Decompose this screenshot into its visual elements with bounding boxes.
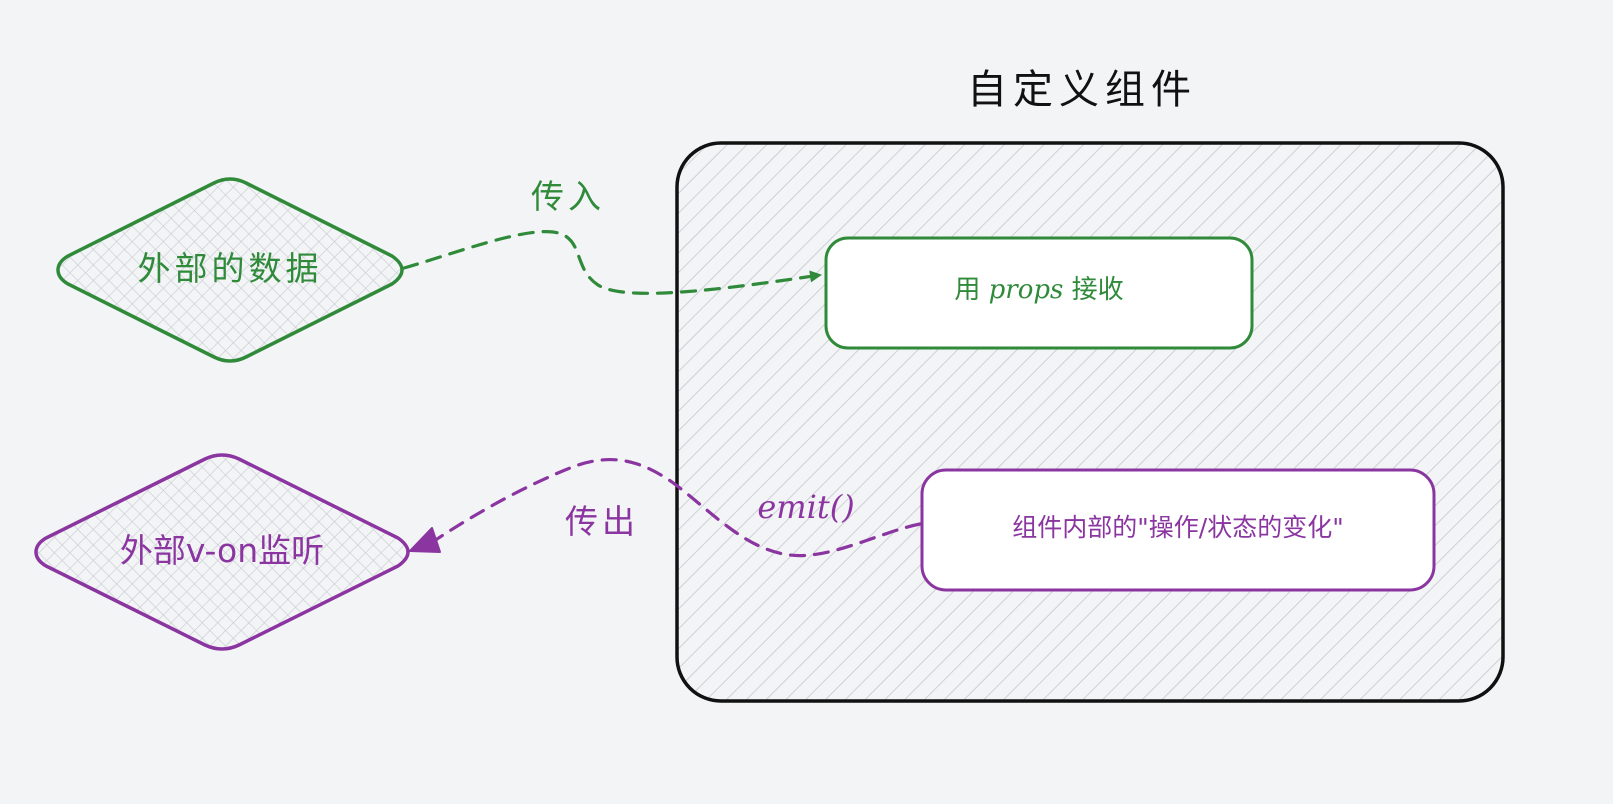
component-container: [675, 141, 1505, 703]
pass-in-label: 传入: [531, 177, 605, 216]
emit-label: emit(): [757, 488, 854, 526]
external-data-label: 外部的数据: [138, 249, 323, 288]
external-listener-label: 外部v-on监听: [120, 531, 324, 570]
external-listener-node: 外部v-on监听: [34, 453, 410, 651]
pass-in-arrow: [402, 230, 822, 295]
props-box-suffix: 接收: [1063, 275, 1123, 305]
props-keyword: props: [989, 275, 1064, 305]
component-title: 自定义组件: [967, 67, 1197, 113]
props-box-label: 用 props 接收: [954, 275, 1123, 305]
inner-change-box: 组件内部的"操作/状态的变化": [920, 468, 1436, 592]
pass-out-arrowhead: [409, 527, 441, 553]
pass-out-label: 传出: [565, 502, 639, 541]
pass-out-arrow: [426, 457, 922, 558]
inner-change-label: 组件内部的"操作/状态的变化": [1012, 513, 1343, 542]
external-data-node: 外部的数据: [56, 177, 404, 363]
props-receive-box: 用 props 接收: [824, 236, 1254, 350]
props-box-prefix: 用: [954, 275, 988, 305]
